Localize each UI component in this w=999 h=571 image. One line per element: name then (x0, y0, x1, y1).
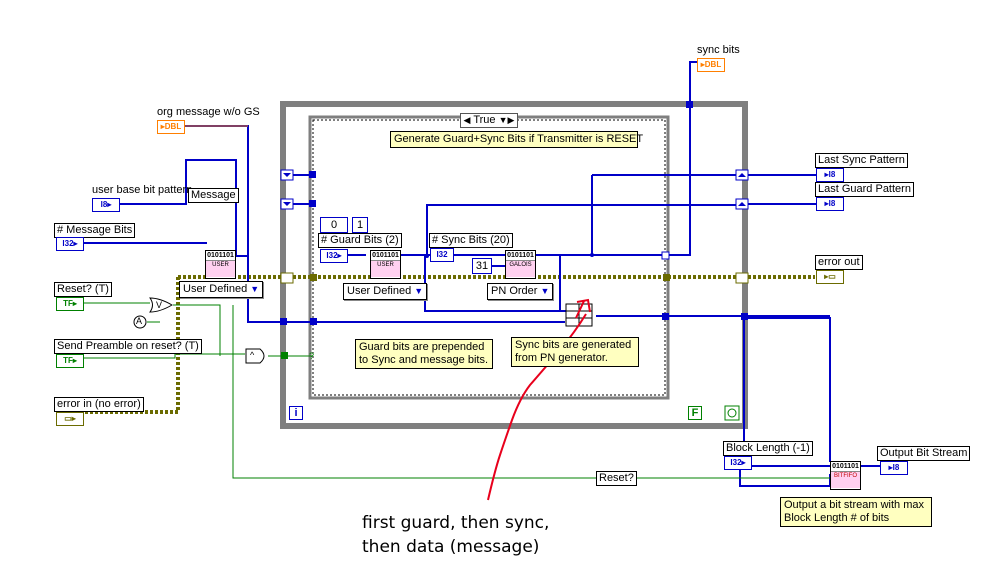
boolean-wires (80, 302, 830, 479)
error-out-label: error out (815, 255, 863, 270)
block-length-control[interactable]: I32▸ (724, 456, 752, 470)
user-base-bit-pattern-label: user base bit pattern (92, 184, 193, 196)
integer-wires (80, 61, 880, 487)
message-bits-label: # Message Bits (54, 223, 136, 238)
annotation-line-1: first guard, then sync, (362, 513, 550, 533)
sync-bits-indicator[interactable]: ▸DBL (697, 58, 725, 72)
false-constant[interactable]: F (688, 406, 702, 420)
sync-bits-label: sync bits (697, 44, 740, 56)
org-message-indicator[interactable]: ▸DBL (157, 120, 185, 134)
guard-pattern-vi[interactable]: 0101101 USER (370, 250, 401, 279)
last-guard-indicator[interactable]: ▸I8 (816, 197, 844, 211)
org-message-label: org message w/o GS (157, 106, 260, 118)
user-pattern-vi[interactable]: 0101101 USER (205, 250, 236, 279)
guard-note: Guard bits are prepended to Sync and mes… (355, 339, 493, 369)
output-bit-stream-indicator[interactable]: ▸I8 (880, 461, 908, 475)
case-selector[interactable]: ◀ True ▼▶ (460, 113, 518, 128)
while-loop-frame (280, 101, 748, 429)
guard-bits-label: # Guard Bits (2) (318, 233, 402, 248)
message-bits-control[interactable]: I32▸ (56, 237, 84, 251)
and-gate-label: ^ (250, 350, 255, 360)
error-out-indicator[interactable]: ▸▭ (816, 270, 844, 284)
local-a (133, 315, 147, 329)
send-preamble-control[interactable]: TF▸ (56, 354, 84, 368)
chevron-down-icon: ▼ (414, 286, 424, 296)
error-in-label: error in (no error) (54, 397, 144, 412)
output-bit-stream-label: Output Bit Stream (877, 446, 971, 461)
send-preamble-label: Send Preamble on reset? (T) (54, 339, 202, 354)
sync-note: Sync bits are generated from PN generato… (511, 337, 639, 367)
message-label: Message (188, 188, 239, 203)
case-note: Generate Guard+Sync Bits if Transmitter … (390, 131, 643, 148)
iteration-terminal: i (289, 406, 303, 420)
const-31[interactable]: 31 (472, 258, 492, 274)
annotation-line-2: then data (message) (362, 537, 540, 557)
and-gate (245, 348, 265, 364)
last-sync-label: Last Sync Pattern (815, 153, 908, 168)
chevron-down-icon: ▼ (250, 284, 260, 294)
output-note: Output a bit stream with max Block Lengt… (780, 497, 932, 527)
last-guard-label: Last Guard Pattern (815, 182, 914, 197)
galois-pn-vi[interactable]: 0101101 GALOIS (505, 250, 536, 279)
user-defined-inner-select[interactable]: User Defined▼ (343, 283, 428, 300)
or-gate-label: V (156, 300, 163, 310)
reset-local-variable[interactable]: Reset? (596, 471, 637, 486)
last-sync-indicator[interactable]: ▸I8 (816, 168, 844, 182)
user-defined-outer-select[interactable]: User Defined▼ (179, 281, 264, 298)
const-one[interactable]: 1 (352, 217, 368, 233)
reset-label: Reset? (T) (54, 282, 112, 297)
chevron-down-icon: ▼ (540, 286, 550, 296)
sync-bits-count-constant[interactable]: I32 (430, 248, 454, 262)
sync-bits-count-label: # Sync Bits (20) (429, 233, 513, 248)
reset-control[interactable]: TF▸ (56, 297, 84, 311)
build-array-node (565, 303, 593, 327)
or-gate (149, 297, 173, 313)
local-a-label: A (136, 316, 143, 326)
question-terminal: ? (309, 351, 315, 361)
error-in-control[interactable]: ▭▸ (56, 412, 84, 426)
guard-bits-constant[interactable]: I32▸ (320, 249, 348, 263)
block-length-label: Block Length (-1) (723, 441, 813, 456)
const-zero[interactable]: 0 (320, 217, 348, 233)
user-base-bit-pattern-control[interactable]: I8▸ (92, 198, 120, 212)
bitfifo-vi[interactable]: 0101101 BITFIFO (830, 461, 861, 490)
stop-condition-icon (724, 405, 740, 421)
pn-order-select[interactable]: PN Order▼ (487, 283, 554, 300)
